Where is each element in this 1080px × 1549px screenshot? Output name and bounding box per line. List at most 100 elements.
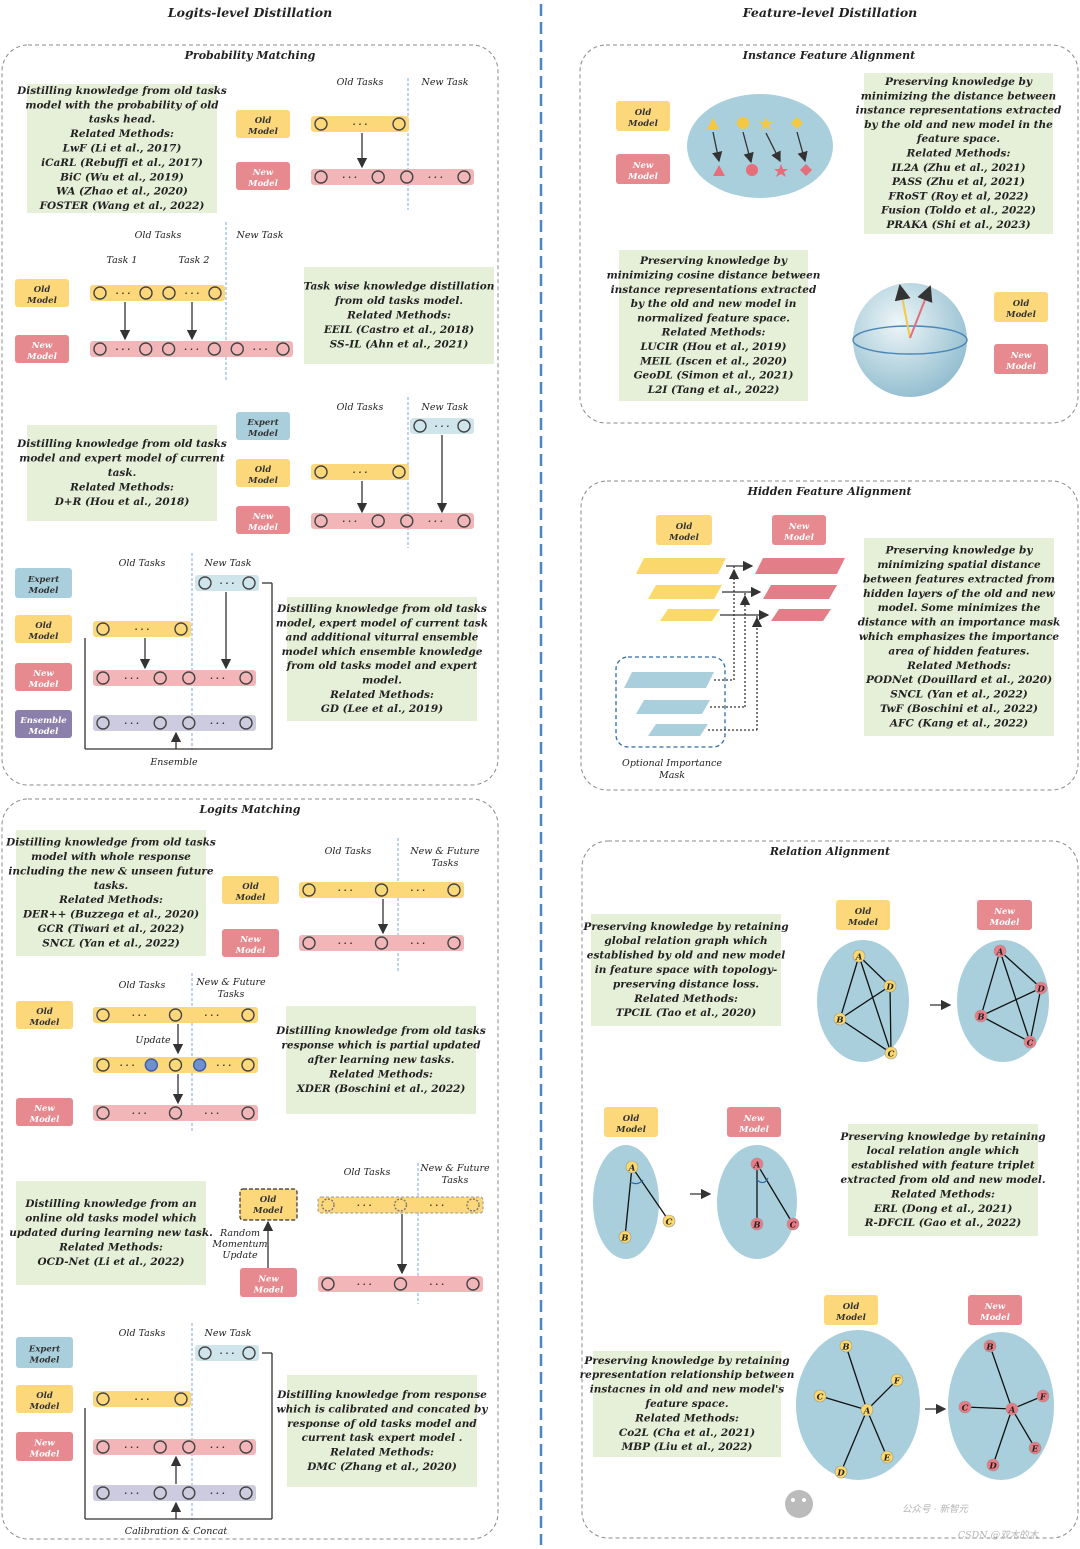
new-hidden-feature bbox=[771, 609, 831, 621]
ra1-desc-text: TPCIL (Tao et al., 2020) bbox=[616, 1007, 756, 1019]
new-model-label: New bbox=[32, 669, 54, 679]
ra1-desc-text: preserving distance loss. bbox=[613, 978, 759, 990]
relation-edge bbox=[858, 955, 891, 987]
importance-mask bbox=[624, 672, 714, 688]
logit-node bbox=[457, 514, 471, 528]
ellipsis: · · · bbox=[132, 1011, 147, 1021]
hf1-desc-text: TwF (Boschini et al., 2022) bbox=[880, 703, 1038, 715]
hf1-desc-text: PODNet (Douillard et al., 2020) bbox=[865, 674, 1052, 686]
lm3-desc-text: online old tasks model which bbox=[25, 1213, 196, 1225]
relation-node bbox=[662, 1214, 676, 1228]
new-model-label: Model bbox=[783, 533, 814, 543]
expert-model-label: Expert bbox=[27, 575, 59, 585]
new-model bbox=[15, 663, 72, 691]
new-future-label: Tasks bbox=[218, 989, 245, 1000]
if2-desc-text: L2I (Tang et al., 2022) bbox=[647, 384, 780, 396]
pm3-desc-text: task. bbox=[108, 467, 137, 479]
pm1-desc-text: FOSTER (Wang et al., 2022) bbox=[39, 200, 205, 212]
if2-desc-text: MEIL (Iscen et al., 2020) bbox=[639, 355, 787, 367]
hf1-desc-text: Preserving knowledge by bbox=[884, 545, 1033, 557]
ra1-desc-text: global relation graph which bbox=[604, 935, 767, 947]
old-hidden-feature bbox=[660, 609, 720, 621]
ra3-desc-text: feature space. bbox=[644, 1398, 728, 1410]
old-model bbox=[15, 615, 72, 643]
relation-node bbox=[883, 979, 897, 993]
relation-edge bbox=[839, 985, 891, 1020]
logit-node bbox=[208, 286, 222, 300]
wechat-logo-icon-eye bbox=[791, 1498, 795, 1502]
logit-node bbox=[96, 1058, 110, 1072]
expert-model-label: Model bbox=[29, 1356, 60, 1366]
logit-node bbox=[392, 465, 406, 479]
online-old-model-label: Model bbox=[252, 1206, 283, 1216]
old-feature-space bbox=[593, 1145, 659, 1259]
hidden-feature-panel-title: Hidden Feature Alignment bbox=[746, 485, 911, 498]
old-feature-space bbox=[796, 1330, 920, 1480]
logit-node bbox=[182, 716, 196, 730]
lm4-desc-text: response of old tasks model and bbox=[287, 1418, 477, 1430]
ellipsis: · · · bbox=[116, 289, 131, 299]
old-model-label: Old bbox=[255, 116, 272, 126]
expert-model-label: Expert bbox=[28, 1345, 60, 1355]
ra1-desc-text: established by old and new model bbox=[587, 950, 785, 962]
old-model-label: Old bbox=[843, 1302, 860, 1312]
new-model bbox=[616, 154, 670, 184]
lm4-desc-box bbox=[287, 1375, 477, 1487]
old-model bbox=[222, 876, 279, 904]
new-logits-bar bbox=[311, 513, 474, 529]
relation-node bbox=[880, 1450, 894, 1464]
relation-node bbox=[833, 1012, 847, 1026]
if2-desc-text: by the old and new model in bbox=[631, 298, 797, 310]
lm3-desc-text: OCD-Net (Li et al., 2022) bbox=[37, 1256, 184, 1268]
optional-mask-frame bbox=[615, 656, 726, 748]
lm4-desc-text: DMC (Zhang et al., 2020) bbox=[306, 1461, 457, 1473]
old-tasks-label: Old Tasks bbox=[337, 402, 384, 413]
logit-node bbox=[239, 1486, 253, 1500]
ellipsis: · · · bbox=[124, 1443, 139, 1453]
logit-node bbox=[374, 936, 389, 950]
updated-logit-node bbox=[192, 1058, 207, 1072]
logit-node bbox=[174, 1392, 188, 1406]
relation-node bbox=[993, 944, 1007, 958]
new-hidden-feature bbox=[763, 585, 837, 599]
logit-node bbox=[162, 286, 176, 300]
relation-node bbox=[813, 1389, 827, 1403]
pm3-desc-box bbox=[27, 425, 217, 521]
logit-node bbox=[139, 342, 153, 356]
old-model bbox=[616, 101, 670, 131]
lm1-desc-text: Distilling knowledge from old tasks bbox=[5, 837, 216, 849]
new-model-label: New bbox=[993, 907, 1015, 917]
logit-node bbox=[168, 1106, 183, 1120]
ellipsis: · · · bbox=[342, 517, 357, 527]
importance-mask bbox=[648, 724, 708, 736]
new-model-label: Model bbox=[247, 523, 278, 533]
ellipsis: · · · bbox=[253, 345, 268, 355]
old-tasks-label: Old Tasks bbox=[344, 1167, 391, 1178]
hf1-desc-text: between features extracted from bbox=[863, 573, 1055, 585]
relation-edge bbox=[980, 987, 1042, 1017]
old-hidden-feature bbox=[648, 585, 722, 599]
old-feature-circle bbox=[737, 117, 749, 129]
lm3-desc-text: Distilling knowledge from an bbox=[24, 1198, 196, 1210]
ellipsis: · · · bbox=[132, 1109, 147, 1119]
old-model-label: Model bbox=[1005, 310, 1036, 320]
logit-node bbox=[466, 1277, 480, 1291]
ellipsis: · · · bbox=[204, 1109, 219, 1119]
relation-node-label: C bbox=[888, 1050, 895, 1060]
hf1-desc-text: SNCL (Yan et al., 2022) bbox=[890, 689, 1027, 701]
probability-matching-panel bbox=[1, 44, 499, 786]
ellipsis: · · · bbox=[429, 1280, 444, 1290]
pm4-desc-text: and additional viturral ensemble bbox=[286, 632, 479, 644]
task2-label: Task 2 bbox=[179, 255, 210, 266]
pm2-desc-text: Related Methods: bbox=[346, 310, 451, 322]
relation-node bbox=[625, 1160, 639, 1174]
ensemble-model bbox=[15, 710, 72, 738]
if1-desc-text: Related Methods: bbox=[906, 148, 1011, 160]
logit-node bbox=[457, 419, 471, 433]
new-feature-vector bbox=[909, 285, 933, 339]
old-model-label: Model bbox=[29, 1402, 60, 1412]
new-model-label: Model bbox=[28, 680, 59, 690]
logit-node bbox=[168, 1008, 183, 1022]
ellipsis: · · · bbox=[410, 886, 425, 896]
ra2-desc-text: Preserving knowledge by retaining bbox=[839, 1131, 1045, 1143]
